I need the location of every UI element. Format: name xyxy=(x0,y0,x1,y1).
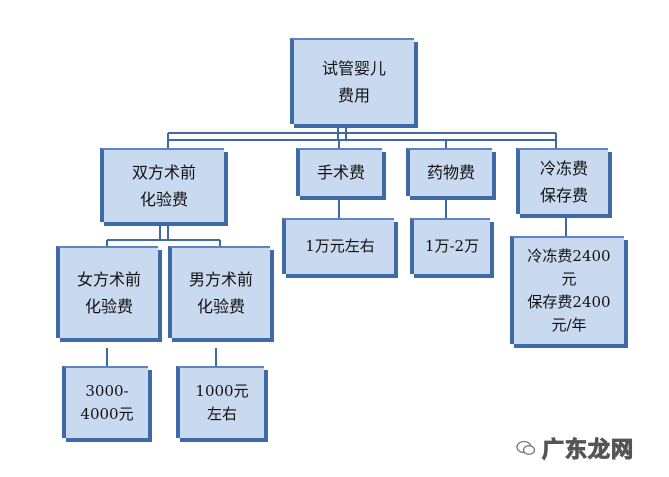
category-surgery-label: 手术费 xyxy=(316,163,365,183)
subcategory-male-tests-line2: 化验费 xyxy=(196,297,245,316)
value-freeze-line3: 保存费2400 xyxy=(527,293,611,311)
value-medicine-cost-text: 1万-2万 xyxy=(424,237,480,256)
value-medicine-cost: 1万-2万 xyxy=(410,218,490,274)
value-freeze-line4: 元/年 xyxy=(551,316,587,335)
category-joint-tests-line2: 化验费 xyxy=(139,190,188,209)
subcategory-male-tests: 男方术前 化验费 xyxy=(168,246,270,338)
category-joint-tests: 双方术前 化验费 xyxy=(100,148,224,222)
subcategory-female-tests-line1: 女方术前 xyxy=(76,269,141,289)
value-surgery-cost: 1万元左右 xyxy=(282,218,394,274)
subcategory-female-tests: 女方术前 化验费 xyxy=(56,246,158,338)
root-node-line1: 试管婴儿 xyxy=(321,58,386,78)
value-male-test-line1: 1000元 xyxy=(195,381,249,400)
root-node-line2: 费用 xyxy=(337,86,370,105)
category-freeze-storage-line2: 保存费 xyxy=(539,186,588,205)
value-freeze-storage-cost: 冷冻费2400 元 保存费2400 元/年 xyxy=(510,236,624,344)
value-female-test-line1: 3000- xyxy=(85,381,129,400)
category-medicine: 药物费 xyxy=(406,148,492,196)
category-freeze-storage: 冷冻费 保存费 xyxy=(516,148,608,214)
value-female-test-cost: 3000- 4000元 xyxy=(62,366,148,438)
value-male-test-cost: 1000元 左右 xyxy=(176,366,264,438)
value-surgery-cost-text: 1万元左右 xyxy=(305,237,375,256)
category-surgery: 手术费 xyxy=(296,148,382,196)
root-node: 试管婴儿 费用 xyxy=(290,38,414,124)
category-medicine-label: 药物费 xyxy=(426,163,475,183)
subcategory-female-tests-line2: 化验费 xyxy=(84,297,133,316)
value-female-test-line2: 4000元 xyxy=(80,405,134,423)
category-joint-tests-line1: 双方术前 xyxy=(131,162,196,182)
value-freeze-line2: 元 xyxy=(561,269,577,288)
subcategory-male-tests-line1: 男方术前 xyxy=(188,269,253,289)
category-freeze-storage-line1: 冷冻费 xyxy=(539,158,588,178)
value-male-test-line2: 左右 xyxy=(206,405,237,423)
value-freeze-line1: 冷冻费2400 xyxy=(527,246,611,265)
